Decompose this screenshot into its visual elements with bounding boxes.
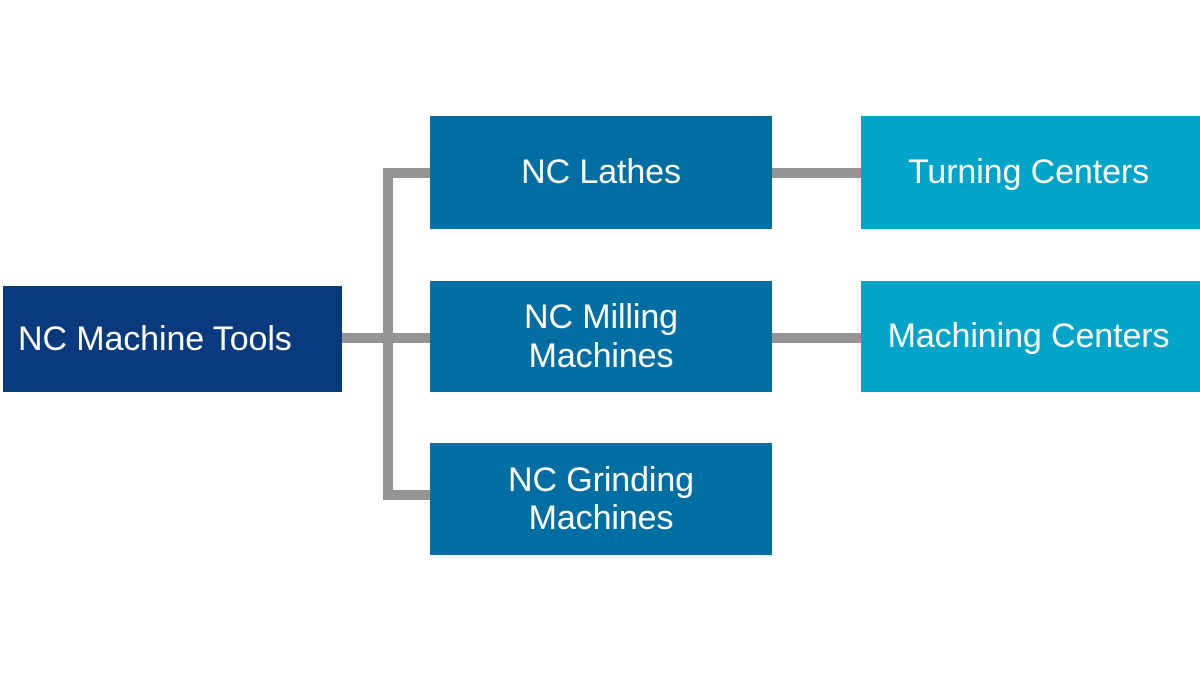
connector-root-to-trunk	[342, 333, 388, 343]
node-leaf-machining-centers[interactable]: Machining Centers	[861, 281, 1200, 392]
node-root-nc-machine-tools[interactable]: NC Machine Tools	[3, 286, 342, 392]
node-label: Machining Centers	[887, 317, 1170, 356]
node-label: NC Grinding Machines	[508, 460, 694, 537]
node-label: NC Lathes	[521, 153, 681, 192]
node-label: Turning Centers	[907, 153, 1150, 192]
node-leaf-turning-centers[interactable]: Turning Centers	[861, 116, 1200, 229]
connector-lathes-to-turning-centers	[772, 168, 862, 178]
node-branch-nc-lathes[interactable]: NC Lathes	[430, 116, 772, 229]
node-branch-nc-grinding-machines[interactable]: NC Grinding Machines	[430, 443, 772, 555]
connector-trunk-to-grinding	[383, 490, 431, 500]
node-branch-nc-milling-machines[interactable]: NC Milling Machines	[430, 281, 772, 392]
connector-milling-to-machining-centers	[772, 333, 862, 343]
connector-trunk-to-lathes	[383, 168, 431, 178]
connector-trunk-to-milling	[383, 333, 431, 343]
node-label: NC Machine Tools	[18, 319, 292, 358]
node-label: NC Milling Machines	[524, 298, 678, 375]
